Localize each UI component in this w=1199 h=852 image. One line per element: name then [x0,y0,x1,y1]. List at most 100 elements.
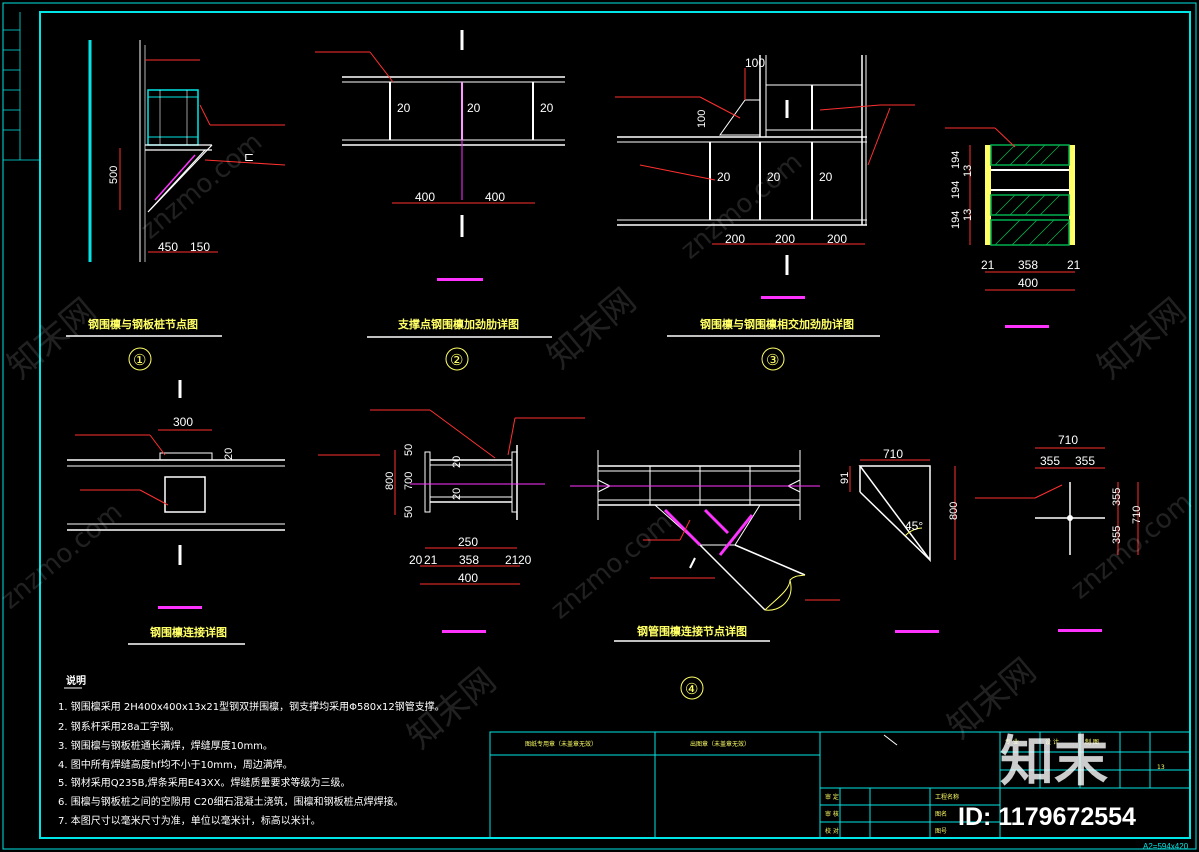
watermark-brand-2: 知末网 [540,281,644,377]
dim-400a: 400 [415,190,435,204]
detail-tube-title: 钢管围檩连接节点详图 [637,624,747,638]
dim-20a: 20 [397,101,411,115]
dim-710-c2: 710 [1131,506,1143,524]
tb-label-3: 校 对 [825,827,839,835]
note-4: 4. 图中所有焊缝高度hf均不小于10mm，周边满焊。 [58,758,293,771]
detail-conn-title: 钢围檩连接详图 [150,625,227,639]
dim-21-f1: 21 [424,553,438,567]
dim-355-c4: 355 [1111,526,1123,544]
detail-1-pile-node: 500 450 150 ⊏ 钢围檩与钢板桩节点图 ① [66,40,286,371]
binding-strip [3,12,40,161]
dim-500: 500 [108,166,120,184]
dim-20-3b: 20 [767,170,781,184]
detail-2-title: 支撑点钢围檩加劲肋详图 [397,317,519,331]
dim-100b: 100 [696,110,708,128]
dim-700: 700 [403,472,415,490]
detail-1-title: 钢围檩与钢板桩节点图 [88,317,198,331]
detail-3-title: 钢围檩与钢围檩相交加劲肋详图 [700,317,854,331]
detail-2-stiffener: 20 20 20 400 400 支撑点钢围檩加劲肋详图 ② [315,30,565,371]
dim-194a: 194 [950,151,962,169]
detail-1-number: ① [133,352,146,369]
detail-3-intersection: 100 100 20 20 20 200 200 200 钢围檩与钢围檩相交加劲… [615,55,915,371]
svg-text:⊏: ⊏ [244,150,254,164]
watermark-url-5: znzmo.com [1065,487,1198,605]
tb-label-1: 审 定 [825,793,839,801]
dim-800-t: 800 [948,502,960,520]
watermark-brand-1: 知末网 [0,291,104,387]
dim-450: 450 [158,240,178,254]
dim-91: 91 [839,472,851,484]
dim-355-c2: 355 [1075,454,1095,468]
dim-20-f4: 20 [518,553,532,567]
notes-heading: 说明 [66,674,86,687]
dim-20-3a: 20 [717,170,731,184]
detail-4-number: ④ [685,681,698,698]
tb-label-5: 图名 [935,810,947,818]
dim-400b: 400 [485,190,505,204]
dim-355-c1: 355 [1040,454,1060,468]
dim-50a: 50 [403,444,415,456]
tb-label-2: 审 核 [825,810,839,818]
tb-mid-header: 出图章（未盖章无效） [690,740,750,748]
dim-20-f1: 20 [451,456,463,468]
note-6: 6. 围檩与钢板桩之间的空隙用 C20细石混凝土浇筑，围檩和钢板桩点焊焊接。 [58,795,404,808]
inner-border [39,11,1191,839]
detail-connection: 300 20 钢围檩连接详图 [67,380,285,645]
tb-label-9: 制 图 [1085,738,1099,746]
tb-label-6: 图号 [935,828,947,835]
detail-tube-connection: 钢管围檩连接节点详图 ④ [570,450,840,700]
detail-triangle-plate: 710 91 45° 800 [839,447,960,633]
dim-13b: 13 [962,209,974,221]
dim-250: 250 [458,535,478,549]
detail-flange: 800 700 50 50 20 20 250 20 21 358 21 20 … [318,409,585,633]
dim-194b: 194 [950,181,962,199]
dim-200a: 200 [725,232,745,246]
note-7: 7. 本图尺寸以毫米尺寸为准，单位以毫米计，标高以米计。 [58,814,321,827]
watermark-url-4: znzmo.com [545,507,678,625]
notes-block: 说明 1. 钢围檩采用 2H400x400x13x21型钢双拼围檩，钢支撑均采用… [58,674,445,827]
dim-200c: 200 [827,232,847,246]
dim-21b: 21 [1067,258,1081,272]
dim-45deg: 45° [905,519,923,533]
dim-358: 358 [1018,258,1038,272]
tb-label-8: 设 计 [1045,738,1059,746]
dim-800: 800 [384,472,396,490]
dim-20-conn: 20 [223,448,235,460]
detail-3-number: ③ [766,352,779,369]
brand-logo-text: 知末 [1000,730,1108,793]
tb-label-7: 专 业 [1005,738,1019,746]
watermark-url-3: znzmo.com [0,497,128,615]
dim-194c: 194 [950,211,962,229]
dim-20-f3: 20 [409,553,423,567]
title-block [489,731,1191,839]
dim-20-f2: 20 [451,488,463,500]
dim-100a: 100 [745,56,765,70]
tb-left-header: 图纸专用章（未盖章无效） [525,740,597,748]
detail-cross-plate: 710 355 355 355 355 710 [975,433,1143,632]
dim-50b: 50 [403,506,415,518]
detail-section-hatched: 194 194 194 13 13 21 358 21 400 [945,127,1081,328]
dim-21-f2: 21 [505,553,519,567]
dim-13a: 13 [962,165,974,177]
tb-page-no: 13 [1157,764,1165,771]
dim-200b: 200 [775,232,795,246]
id-text: ID: 1179672554 [958,803,1136,831]
dim-20-3c: 20 [819,170,833,184]
watermark-brand-3: 知末网 [1090,291,1194,387]
dim-21a: 21 [981,258,995,272]
dim-355-c3: 355 [1111,488,1123,506]
dim-20c: 20 [540,101,554,115]
dim-710-t: 710 [883,447,903,461]
note-3: 3. 钢围檩与钢板桩通长满焊，焊缝厚度10mm。 [58,739,273,752]
dim-358-f: 358 [459,553,479,567]
dim-400-f: 400 [458,571,478,585]
dim-710-c1: 710 [1058,433,1078,447]
note-2: 2. 钢系杆采用28a工字钢。 [58,720,180,733]
dim-20b: 20 [467,101,481,115]
dim-150: 150 [190,240,210,254]
note-5: 5. 钢材采用Q235B,焊条采用E43XX。焊缝质量要求等级为三级。 [58,776,350,789]
watermark-url-2: znzmo.com [675,147,808,265]
dim-400: 400 [1018,276,1038,290]
